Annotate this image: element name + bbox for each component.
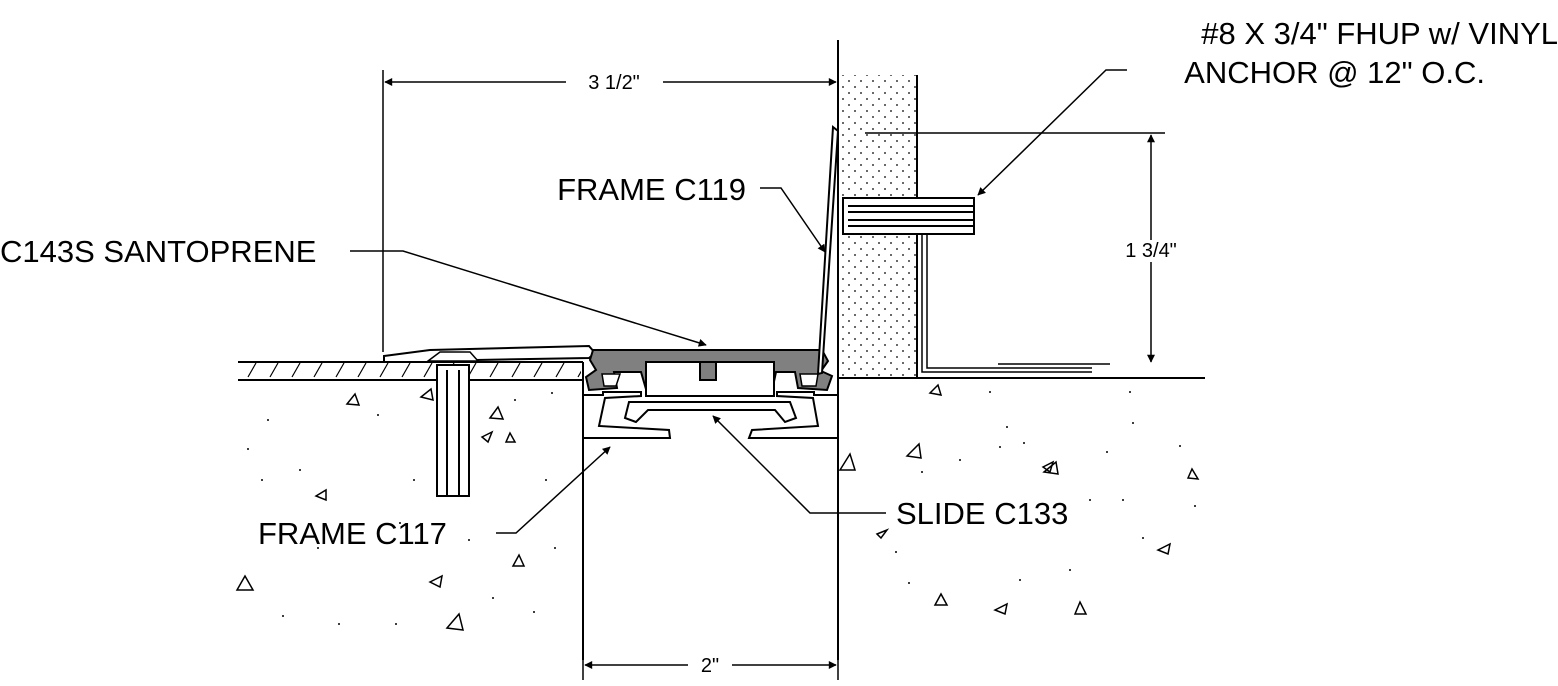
left-concrete-slab — [235, 361, 584, 660]
slide-c133-label: SLIDE C133 — [896, 496, 1068, 531]
concrete-aggregate-left — [235, 387, 526, 631]
right-wall — [837, 40, 1205, 660]
frame-c117-label: FRAME C117 — [258, 516, 447, 551]
concrete-aggregate-right — [838, 383, 1200, 616]
callout-santoprene: C143S SANTOPRENE — [0, 234, 707, 347]
frame-c117 — [582, 391, 839, 439]
callout-anchor: #8 X 3/4" FHUP w/ VINYL ANCHOR @ 12" O.C… — [977, 16, 1558, 196]
slide-c133 — [623, 401, 798, 424]
santoprene-label: C143S SANTOPRENE — [0, 234, 316, 269]
anchor-insert — [436, 364, 470, 497]
concrete-speckle-right — [895, 391, 1196, 584]
dim-label-gap: 2" — [701, 655, 719, 677]
santoprene-gasket — [584, 349, 834, 397]
dim-gap-width: 2" — [582, 650, 839, 680]
dim-vertical-height: 1 3/4" — [1125, 134, 1177, 363]
callout-slide-c133: SLIDE C133 — [712, 415, 1068, 531]
anchor-label-line2: ANCHOR @ 12" O.C. — [1184, 55, 1485, 90]
dim-overall-width: 3 1/2" — [382, 70, 837, 352]
dim-label-vertical: 1 3/4" — [1125, 240, 1177, 262]
frame-c119 — [816, 125, 840, 376]
concrete-speckle-left — [247, 392, 556, 625]
vinyl-anchor-screw — [842, 197, 975, 235]
callout-frame-c119: FRAME C119 — [557, 172, 826, 253]
cover-plate — [383, 344, 597, 363]
frame-c119-label: FRAME C119 — [557, 172, 746, 207]
callout-frame-c117: FRAME C117 — [258, 446, 611, 551]
anchor-label-line1: #8 X 3/4" FHUP w/ VINYL — [1201, 16, 1558, 51]
dim-label-overall: 3 1/2" — [588, 72, 640, 94]
